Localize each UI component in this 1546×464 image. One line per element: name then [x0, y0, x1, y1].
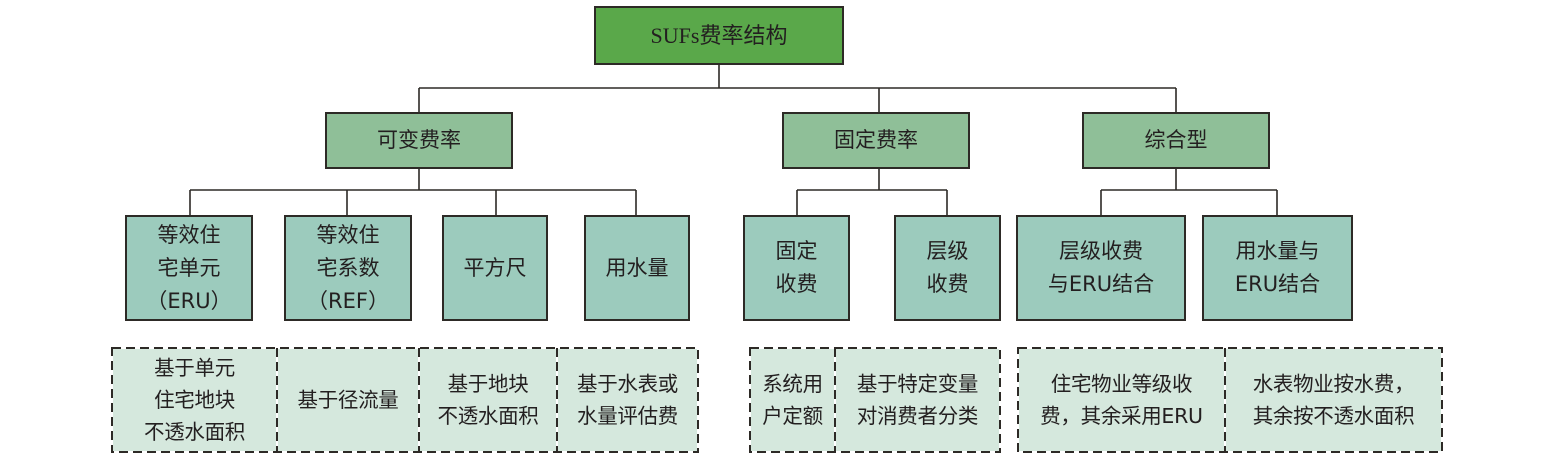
connector-fixed-bus — [796, 168, 948, 216]
type-square-feet: 平方尺 — [442, 215, 548, 321]
basis-parcel-impervious: 基于地块 不透水面积 — [420, 349, 556, 451]
type-water-usage: 用水量 — [584, 215, 690, 321]
root-node: SUFs费率结构 — [594, 6, 844, 65]
type-usage-eru: 用水量与 ERU结合 — [1202, 215, 1353, 321]
connector-variable-bus — [189, 168, 637, 216]
basis-user-quota: 系统用 户定额 — [751, 349, 834, 451]
basis-consumer-classification: 基于特定变量 对消费者分类 — [836, 349, 999, 451]
type-fixed-charge: 固定 收费 — [743, 215, 850, 321]
basis-meter-assessment: 基于水表或 水量评估费 — [558, 349, 697, 451]
type-tiered-charge: 层级 收费 — [894, 215, 1001, 321]
category-variable-rate: 可变费率 — [325, 112, 513, 169]
type-eru: 等效住 宅单元 （ERU） — [125, 215, 253, 321]
category-fixed-rate: 固定费率 — [782, 112, 970, 169]
basis-meter-water-fee: 水表物业按水费， 其余按不透水面积 — [1226, 349, 1441, 451]
connector-root-bus — [418, 64, 1177, 113]
basis-runoff: 基于径流量 — [278, 349, 418, 451]
category-composite: 综合型 — [1082, 112, 1270, 169]
type-ref: 等效住 宅系数 （REF） — [284, 215, 412, 321]
basis-group-variable-border — [111, 347, 699, 453]
basis-group-fixed-border — [749, 347, 1001, 453]
connector-composite-bus — [1100, 168, 1278, 216]
basis-group-composite-border — [1017, 347, 1443, 453]
basis-residential-tier-eru: 住宅物业等级收 费，其余采用ERU — [1019, 349, 1224, 451]
basis-unit-impervious: 基于单元 住宅地块 不透水面积 — [113, 349, 276, 451]
type-tiered-eru: 层级收费 与ERU结合 — [1016, 215, 1186, 321]
